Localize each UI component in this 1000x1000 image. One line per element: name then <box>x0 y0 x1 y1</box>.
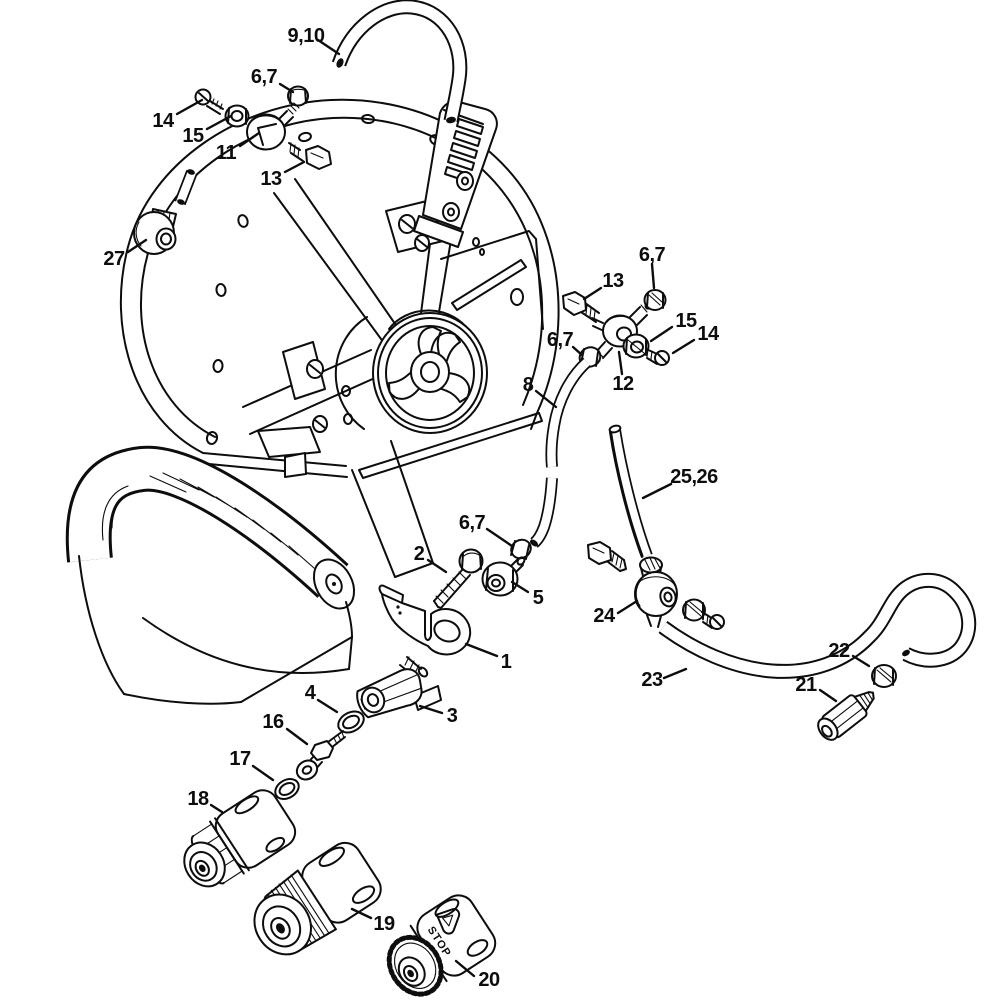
leader-line <box>316 698 339 714</box>
leader-line <box>175 98 204 116</box>
leader-line <box>251 764 275 782</box>
hose-9-10 <box>331 0 468 124</box>
valve-11 <box>246 102 300 151</box>
leader-line <box>649 325 674 343</box>
bolt-13-mid <box>562 291 600 323</box>
hose-nut-6-7-top <box>287 85 309 107</box>
coupling-18 <box>183 789 297 888</box>
leader-line <box>238 131 261 148</box>
hose-nut-6-7-mid-top <box>643 289 667 311</box>
leader-lines <box>126 38 871 978</box>
screw-24-right <box>701 611 725 630</box>
leader-line <box>616 599 639 615</box>
leader-line <box>851 654 871 668</box>
leader-line <box>418 704 444 715</box>
fitting-3 <box>356 656 442 719</box>
bolt-13-top <box>288 142 332 170</box>
leader-line <box>126 238 148 254</box>
hose-23 <box>658 572 977 679</box>
nut-15-top <box>224 104 250 128</box>
bolt-2 <box>433 548 484 609</box>
hose-25-26 <box>608 424 653 559</box>
leader-line <box>485 527 514 548</box>
fitting-21 <box>817 691 875 741</box>
leader-line <box>209 803 224 814</box>
screw-14-mid <box>645 348 670 366</box>
nut-22 <box>871 664 897 688</box>
leader-line <box>650 262 656 290</box>
fitting-5 <box>481 556 526 597</box>
leader-line <box>582 286 603 301</box>
leader-line <box>671 338 696 355</box>
leader-line <box>454 959 476 978</box>
front-handle <box>65 445 356 705</box>
leader-line <box>283 160 306 174</box>
leader-line <box>534 389 558 409</box>
water-valve-24 <box>634 556 678 628</box>
clamp-bracket-1 <box>378 584 472 656</box>
leader-line <box>205 114 233 131</box>
leader-line <box>278 82 295 94</box>
leader-line <box>571 345 584 357</box>
leader-line <box>285 727 309 746</box>
leader-line <box>426 558 448 574</box>
leader-line <box>350 907 373 920</box>
hose-8 <box>529 357 592 548</box>
o-ring-4 <box>337 710 365 734</box>
leader-line <box>617 350 624 376</box>
nut-15-mid <box>622 333 650 359</box>
elbow-nozzle-27 <box>133 169 198 255</box>
nut-24-right <box>682 598 706 622</box>
hose-nut-6-7-bottom <box>510 538 532 560</box>
leader-line <box>316 38 341 56</box>
coupling-20: STOP <box>386 894 497 997</box>
fitting-16 <box>295 730 346 781</box>
leader-line <box>818 688 838 703</box>
leader-line <box>510 580 530 594</box>
coupling-19 <box>253 841 382 956</box>
leader-line <box>662 667 688 680</box>
leader-line <box>641 482 673 500</box>
leader-line <box>464 642 499 658</box>
bolt-24-left <box>587 541 627 572</box>
o-ring-17 <box>274 778 300 800</box>
blade-guard <box>120 98 560 578</box>
